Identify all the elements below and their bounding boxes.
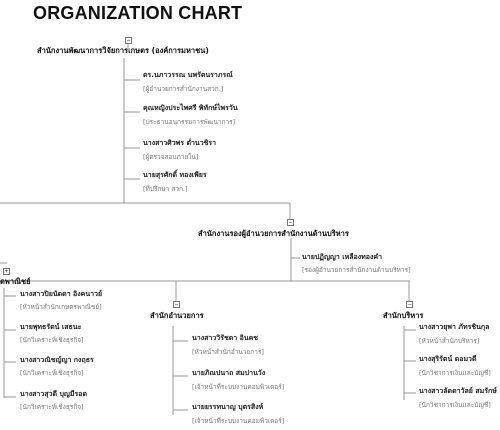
collapse-toggle-root[interactable]: − — [125, 37, 132, 44]
unit-admin-office: สำนักบริหาร — [383, 311, 424, 320]
person-name: นายยรรทนาญ บุตรสิงห์ — [192, 403, 264, 411]
expand-toggle-left-branch[interactable]: + — [3, 268, 10, 275]
person-role: [หัวหน้าสำนักบริหาร] — [419, 337, 480, 345]
person-name: นายภิณปนาถ สมปานวัง — [192, 369, 266, 377]
person-role: [ที่ปรึกษา สวก.] — [143, 185, 188, 193]
person-role: [หัวหน้าสำนักอำนวยการ] — [192, 348, 264, 356]
person-role: [เจ้าหน้าที่ระบบงานคอมพิวเตอร์] — [192, 383, 285, 391]
collapse-toggle-admin-office[interactable]: − — [406, 301, 413, 308]
person-name: นางสาวณิชญ์ญา กงฤธร — [20, 356, 94, 364]
person-role: [นักวิชาการเงินและบัญชี] — [419, 401, 491, 409]
person-name: นายปฏิญญา เหลืองทองคำ — [302, 253, 383, 261]
person-role: [นักวิเคราะห์เชิงธุรกิจ] — [20, 403, 84, 411]
unit-left-branch: ดพาณิชย์ — [0, 277, 31, 286]
person-name: นางสาววิรัชดา อินคช — [192, 334, 259, 342]
person-role: [ผู้อำนวยการสำนักงานสวก.] — [143, 85, 224, 93]
chart-title: ORGANIZATION CHART — [33, 3, 243, 23]
person-name: นายพุทธรัตน์ เสธนะ — [20, 323, 82, 331]
person-role: [นักวิเคราะห์เชิงธุรกิจ] — [20, 336, 84, 344]
person-name: นางสาวลัดดาวัลย์ สมรักษ์ — [419, 387, 497, 395]
person-name: นางสาวศิวพร ต่ำนวชิรา — [143, 139, 217, 147]
person-name: นางสาวปิยนัดดา อิงคนาวย์ — [20, 290, 103, 298]
collapse-toggle-deputy[interactable]: − — [287, 219, 294, 226]
person-name: นางสาวสุวดี บุญมีรอด — [20, 390, 87, 398]
collapse-toggle-director-office[interactable]: − — [173, 301, 180, 308]
person-role: [ประธานอนุกรรมการพัฒนาการ] — [143, 118, 236, 126]
person-name: นางสาวยุพา ภัทรชินกุล — [419, 323, 490, 331]
person-role: [หัวหน้าสำนักเกษตรพาณิชย์] — [20, 303, 102, 311]
person-role: [นักวิชาการเงินและบัญชี] — [419, 369, 491, 377]
unit-root: สำนักงานพัฒนาการวิจัยการเกษตร (องค์การมห… — [37, 46, 209, 55]
person-role: [รองผู้อำนวยการสำนักงานด้านบริหาร] — [302, 266, 411, 274]
person-role: [ผู้ตรวจสอบภายใน] — [143, 153, 199, 161]
unit-deputy: สำนักงานรองผู้อำนวยการสำนักงานด้านบริหาร — [198, 229, 349, 238]
person-name: คุณหญิงประไพศรี พิทักษ์ไพรวัน — [143, 104, 238, 112]
person-name: นายสุรศักดิ์ ทองเพียร — [143, 171, 207, 179]
unit-director-office: สำนักอำนวยการ — [150, 311, 204, 320]
person-role: [เจ้าหน้าที่ระบบงานคอมพิวเตอร์] — [192, 417, 285, 425]
person-role: [นักวิเคราะห์เชิงธุรกิจ] — [20, 369, 84, 377]
person-name: นางสุริรัตน์ ดอมวดี — [419, 355, 477, 363]
person-name: ดร.นภาวรรณ นพรัตนราภรณ์ — [143, 71, 233, 79]
